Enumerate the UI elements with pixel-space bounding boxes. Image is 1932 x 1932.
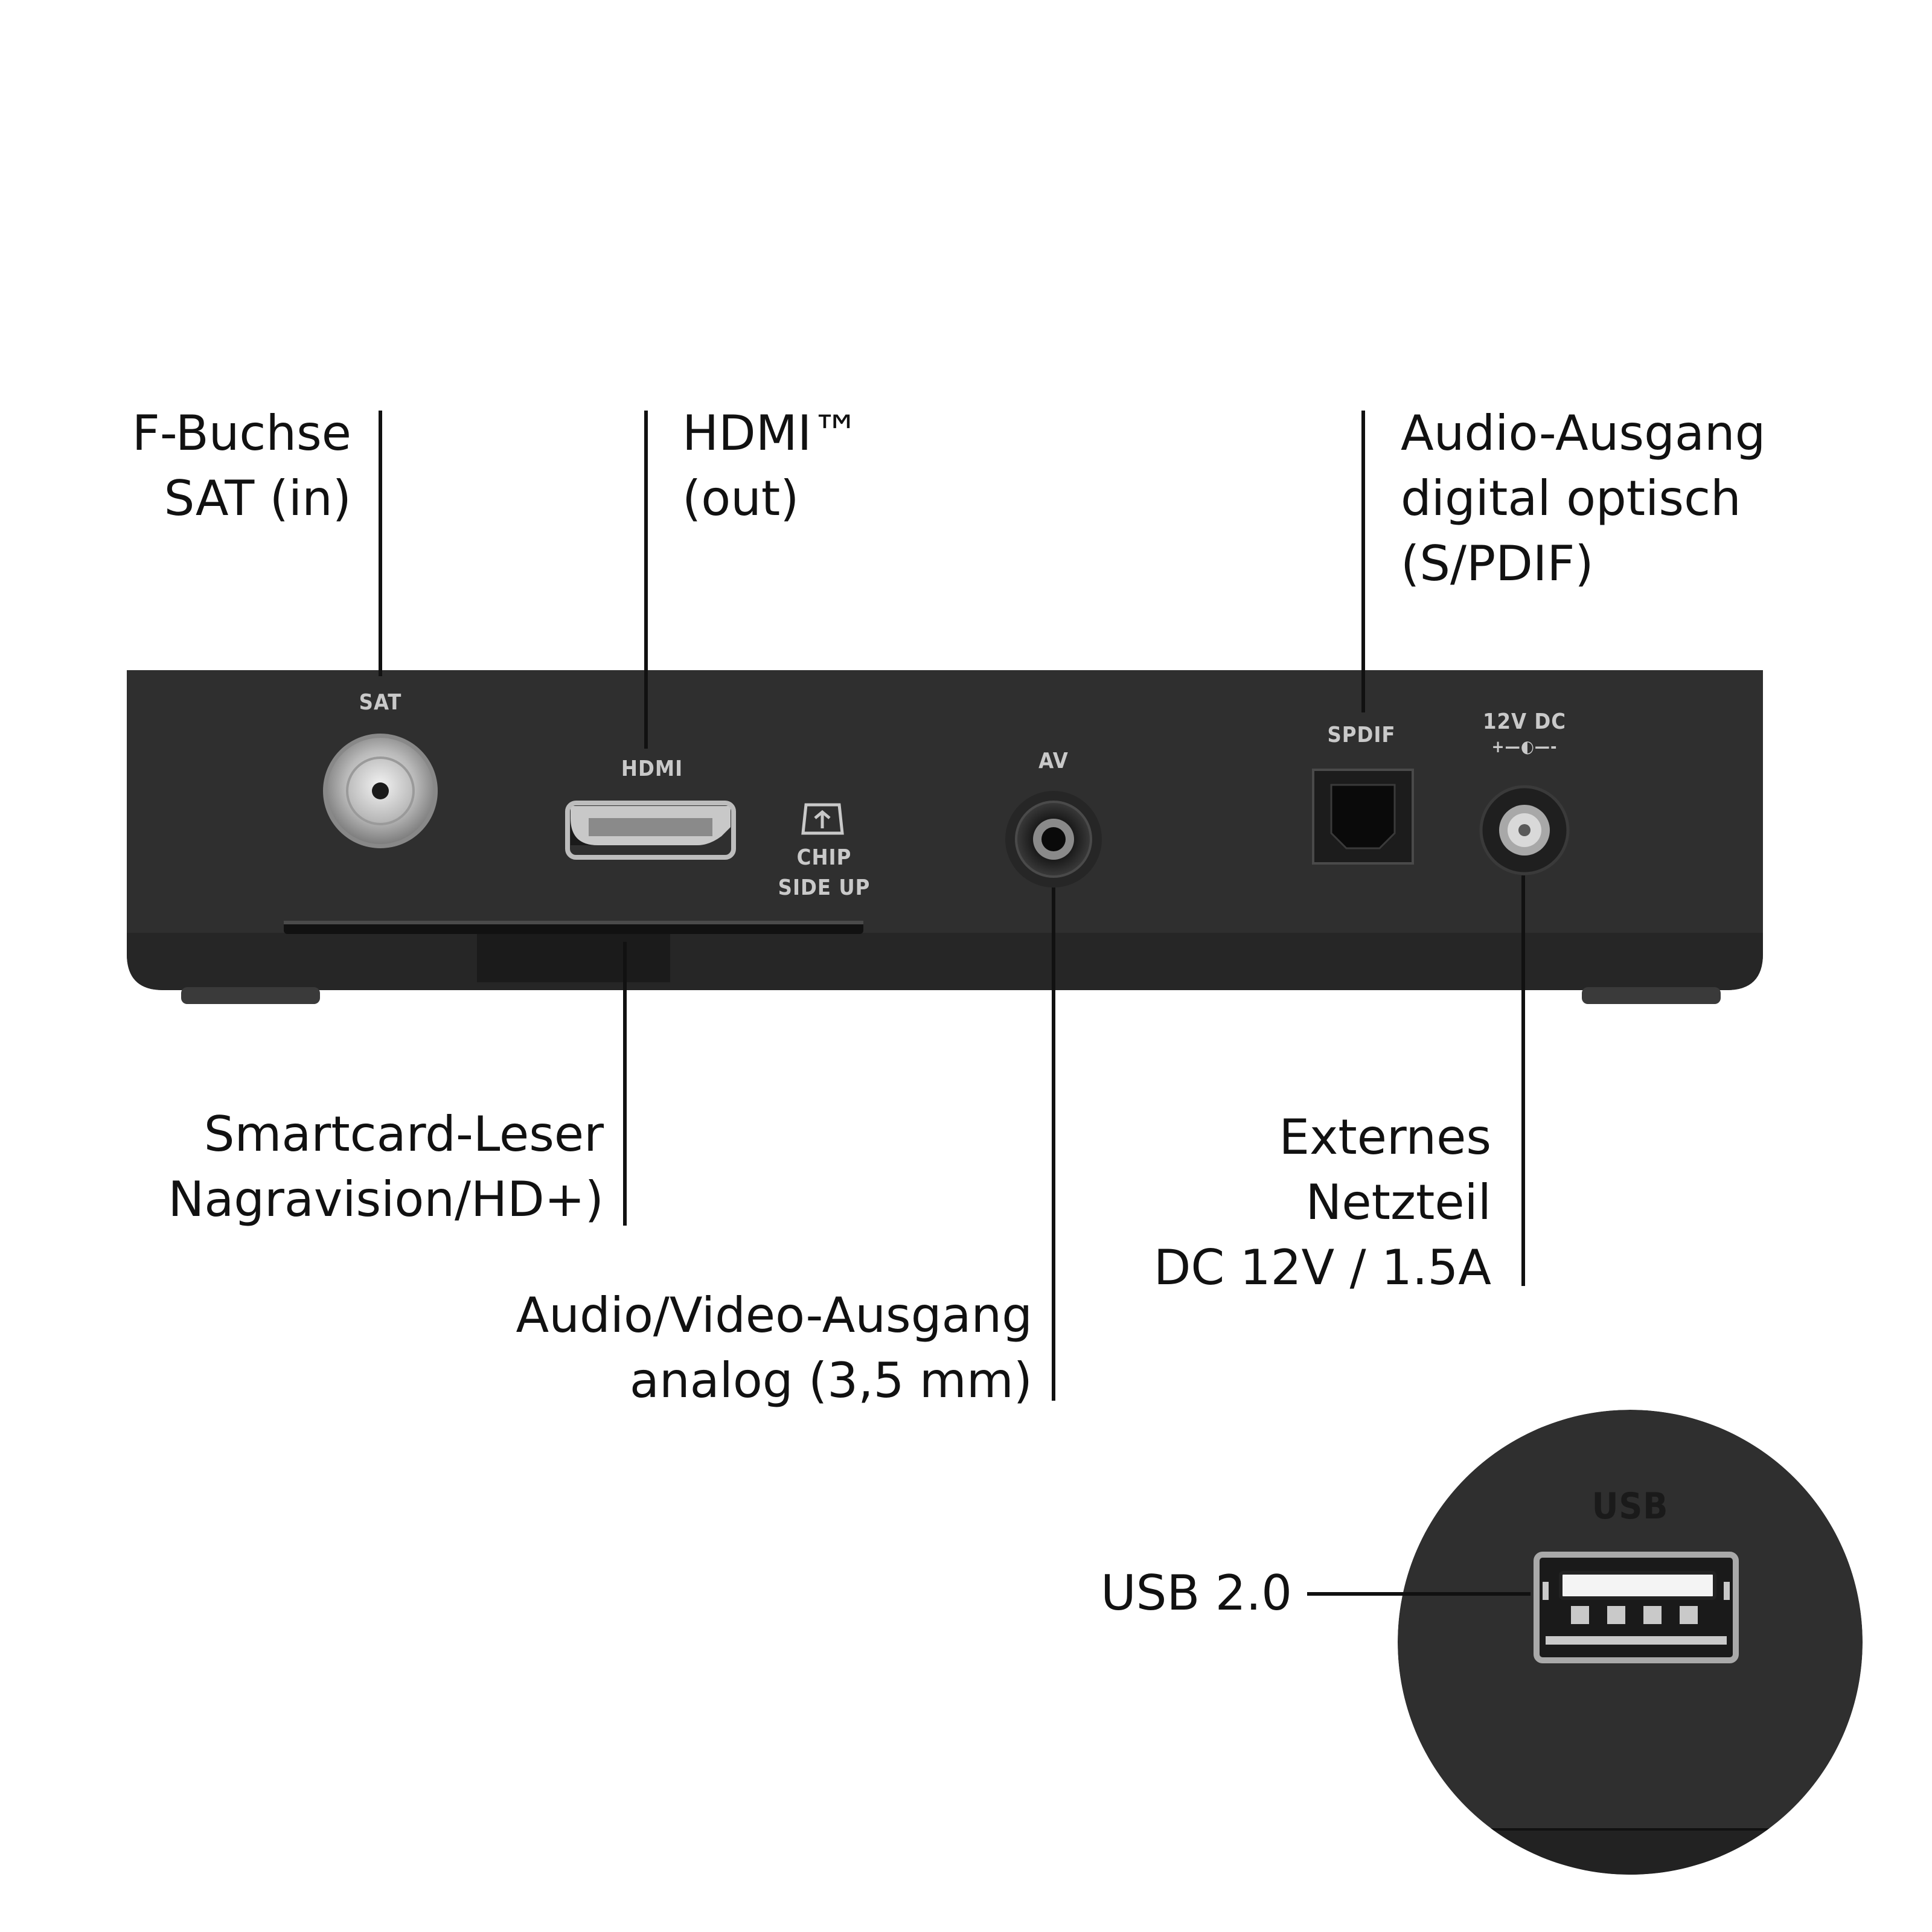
callout-av-line1: Audio/Video-Ausgang (516, 1287, 1032, 1343)
callout-sat-line2: SAT (in) (164, 470, 351, 526)
callout-spdif-line3: (S/PDIF) (1401, 536, 1594, 592)
callout-power-line2: Netzteil (1305, 1174, 1491, 1230)
callout-hdmi-line1: HDMI™ (682, 405, 860, 461)
dc-power-jack (1479, 785, 1570, 875)
callout-spdif: Audio-Ausgang digital optisch (S/PDIF) (1401, 401, 1765, 597)
spdif-port (1312, 769, 1414, 865)
callout-av-line2: analog (3,5 mm) (629, 1352, 1032, 1409)
leader-line-spdif (1361, 411, 1365, 712)
chip-side-up-icon (801, 803, 844, 835)
callout-av: Audio/Video-Ausgang analog (3,5 mm) (516, 1283, 1032, 1413)
port-label-12v-dc: 12V DC (1482, 709, 1567, 734)
leader-line-hdmi (644, 411, 648, 749)
port-label-polarity: +—◐—- (1491, 737, 1558, 756)
usb-zoom-circle (1398, 1410, 1863, 1875)
leader-line-av (1052, 888, 1055, 1401)
hdmi-port (565, 801, 736, 860)
port-label-side-up: SIDE UP (778, 875, 871, 900)
callout-power: Externes Netzteil DC 12V / 1.5A (1154, 1105, 1491, 1300)
callout-smartcard-line1: Smartcard-Leser (203, 1106, 604, 1162)
leader-line-sat (379, 411, 382, 676)
callout-smartcard-line2: Nagravision/HD+) (168, 1171, 604, 1227)
port-label-hdmi: HDMI (621, 756, 683, 781)
port-label-sat: SAT (359, 690, 402, 715)
av-jack (1005, 791, 1102, 888)
leader-line-smartcard (623, 942, 627, 1226)
port-label-av: AV (1038, 749, 1069, 773)
callout-power-line1: Externes (1279, 1109, 1491, 1165)
leader-line-power (1521, 875, 1525, 1286)
callout-usb-line1: USB 2.0 (1101, 1565, 1292, 1621)
leader-line-usb (1307, 1592, 1531, 1596)
callout-sat-line1: F-Buchse (132, 405, 351, 461)
callout-hdmi: HDMI™ (out) (682, 401, 860, 531)
smartcard-slot (284, 921, 863, 982)
f-connector (323, 734, 438, 848)
callout-usb: USB 2.0 (1101, 1561, 1292, 1626)
callout-power-line3: DC 12V / 1.5A (1153, 1239, 1491, 1296)
port-label-spdif: SPDIF (1327, 723, 1396, 747)
callout-smartcard: Smartcard-Leser Nagravision/HD+) (168, 1102, 604, 1232)
callout-spdif-line2: digital optisch (1401, 470, 1741, 526)
port-label-usb: USB (1591, 1485, 1669, 1527)
callout-spdif-line1: Audio-Ausgang (1401, 405, 1766, 461)
callout-sat: F-Buchse SAT (in) (132, 401, 351, 531)
port-label-chip: CHIP (796, 845, 852, 870)
callout-hdmi-line2: (out) (682, 470, 799, 526)
